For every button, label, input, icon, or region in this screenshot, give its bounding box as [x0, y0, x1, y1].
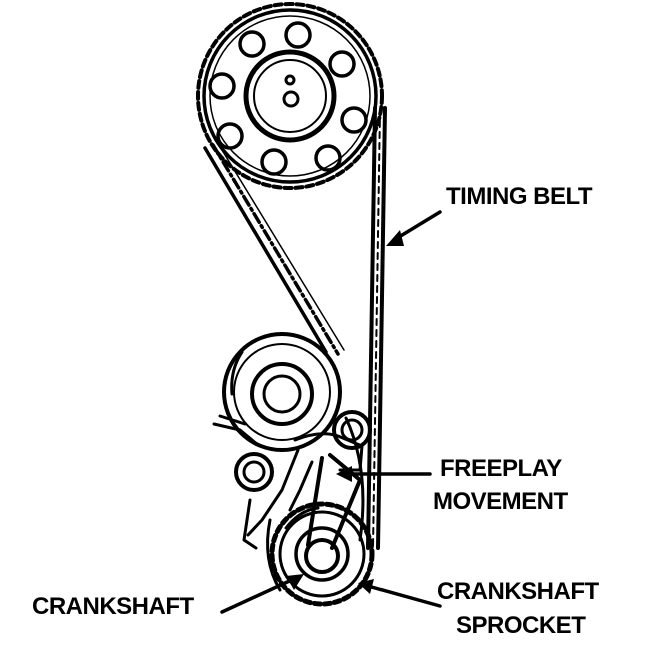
freeplay-label-line1: FREEPLAY — [440, 455, 562, 482]
timing-belt-leader — [392, 210, 442, 242]
crank-sprocket-teeth — [269, 501, 375, 607]
cam-hub-inner — [253, 59, 327, 133]
pivot-bolt-left — [234, 452, 274, 492]
crankshaft-sprocket-label-line2: SPROCKET — [456, 612, 586, 639]
crankshaft — [304, 538, 340, 574]
crankshaft-sprocket-label-line1: CRANKSHAFT — [437, 578, 599, 605]
pivot-bolt-right — [332, 410, 372, 450]
freeplay-label-line2: MOVEMENT — [433, 488, 568, 515]
arrowheads — [286, 230, 404, 594]
tensioner-outer — [222, 332, 342, 452]
cam-dowel — [284, 74, 296, 86]
cam-sprocket-holes — [208, 21, 368, 176]
crank-hub-outer — [294, 526, 350, 582]
tensioner-pulley — [222, 332, 342, 452]
cam-sprocket-inner-ring — [209, 15, 371, 177]
tensioner-hub-inner — [262, 374, 302, 414]
cam-hub-outer — [243, 49, 337, 143]
cam-sprocket-teeth-ring — [196, 2, 384, 190]
crankshaft-label: CRANKSHAFT — [32, 593, 194, 620]
tensioner-hub-outer — [250, 362, 314, 426]
timing-belt-label: TIMING BELT — [446, 183, 593, 210]
crankshaft-leader — [220, 576, 298, 614]
cam-bolt — [282, 90, 300, 108]
leader-lines — [220, 210, 442, 614]
tensioner-bracket — [212, 410, 372, 550]
tensioner-ring — [233, 343, 331, 441]
camshaft-sprocket — [196, 2, 384, 190]
crank-sprocket-rim — [278, 510, 366, 598]
crankshaft-sprocket — [269, 501, 375, 607]
cam-sprocket-rim — [202, 8, 378, 184]
sprocket-leader — [366, 584, 442, 608]
